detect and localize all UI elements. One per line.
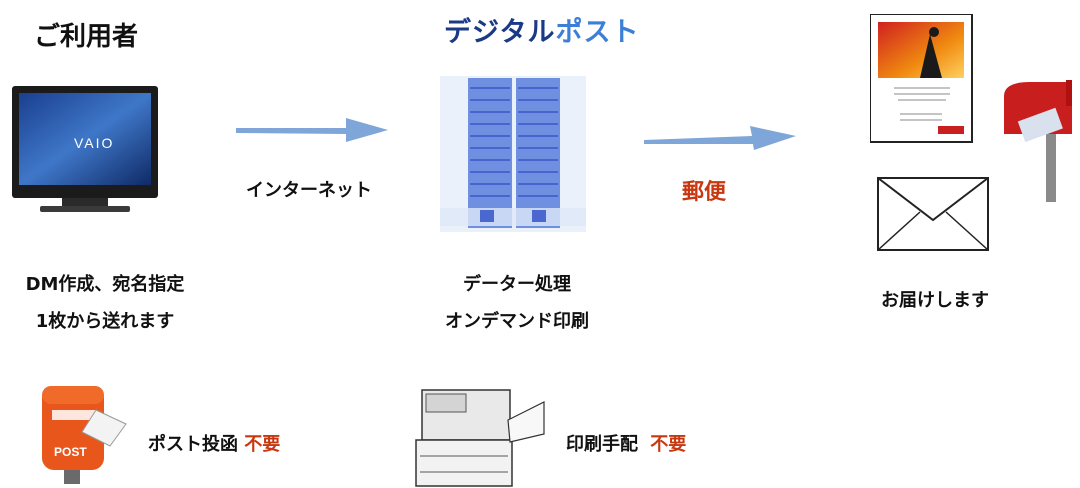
- post-box-label: ポスト投函: [148, 434, 238, 455]
- postcard-icon: [870, 14, 973, 143]
- brand-logo: デジタルポスト: [444, 10, 639, 49]
- mailbox-icon: [1004, 80, 1072, 202]
- user-title: ご利用者: [34, 22, 139, 52]
- user-desc-line2: 1枚から送れます: [35, 311, 175, 332]
- process-desc-line1: データー処理: [463, 274, 571, 295]
- post-box-icon: POST: [42, 386, 127, 484]
- print-arrange-label-group: 印刷手配 不要: [566, 430, 686, 456]
- svg-text:VAIO: VAIO: [74, 135, 114, 151]
- internet-arrow-icon: [236, 118, 388, 142]
- brand-logo-part1: デジタル: [444, 17, 556, 48]
- post-box-label-group: ポスト投函 不要: [148, 430, 280, 456]
- brand-logo-part2: ポスト: [555, 17, 640, 48]
- print-arrange-label: 印刷手配: [566, 434, 638, 455]
- post-box-badge: 不要: [244, 434, 281, 455]
- print-arrange-badge: 不要: [650, 434, 687, 455]
- internet-label: インターネット: [246, 180, 372, 201]
- mail-arrow-icon: [644, 126, 796, 150]
- svg-text:POST: POST: [54, 445, 87, 459]
- printer-icon: [415, 389, 545, 487]
- data-center-building-icon: [440, 76, 586, 232]
- deliver-label: お届けします: [881, 290, 989, 311]
- process-desc-line2: オンデマンド印刷: [445, 311, 589, 332]
- envelope-icon: [877, 177, 989, 251]
- mail-label: 郵便: [682, 180, 727, 205]
- user-desc-line1: DM作成、宛名指定: [25, 274, 185, 295]
- computer-monitor-icon: VAIO: [12, 86, 158, 212]
